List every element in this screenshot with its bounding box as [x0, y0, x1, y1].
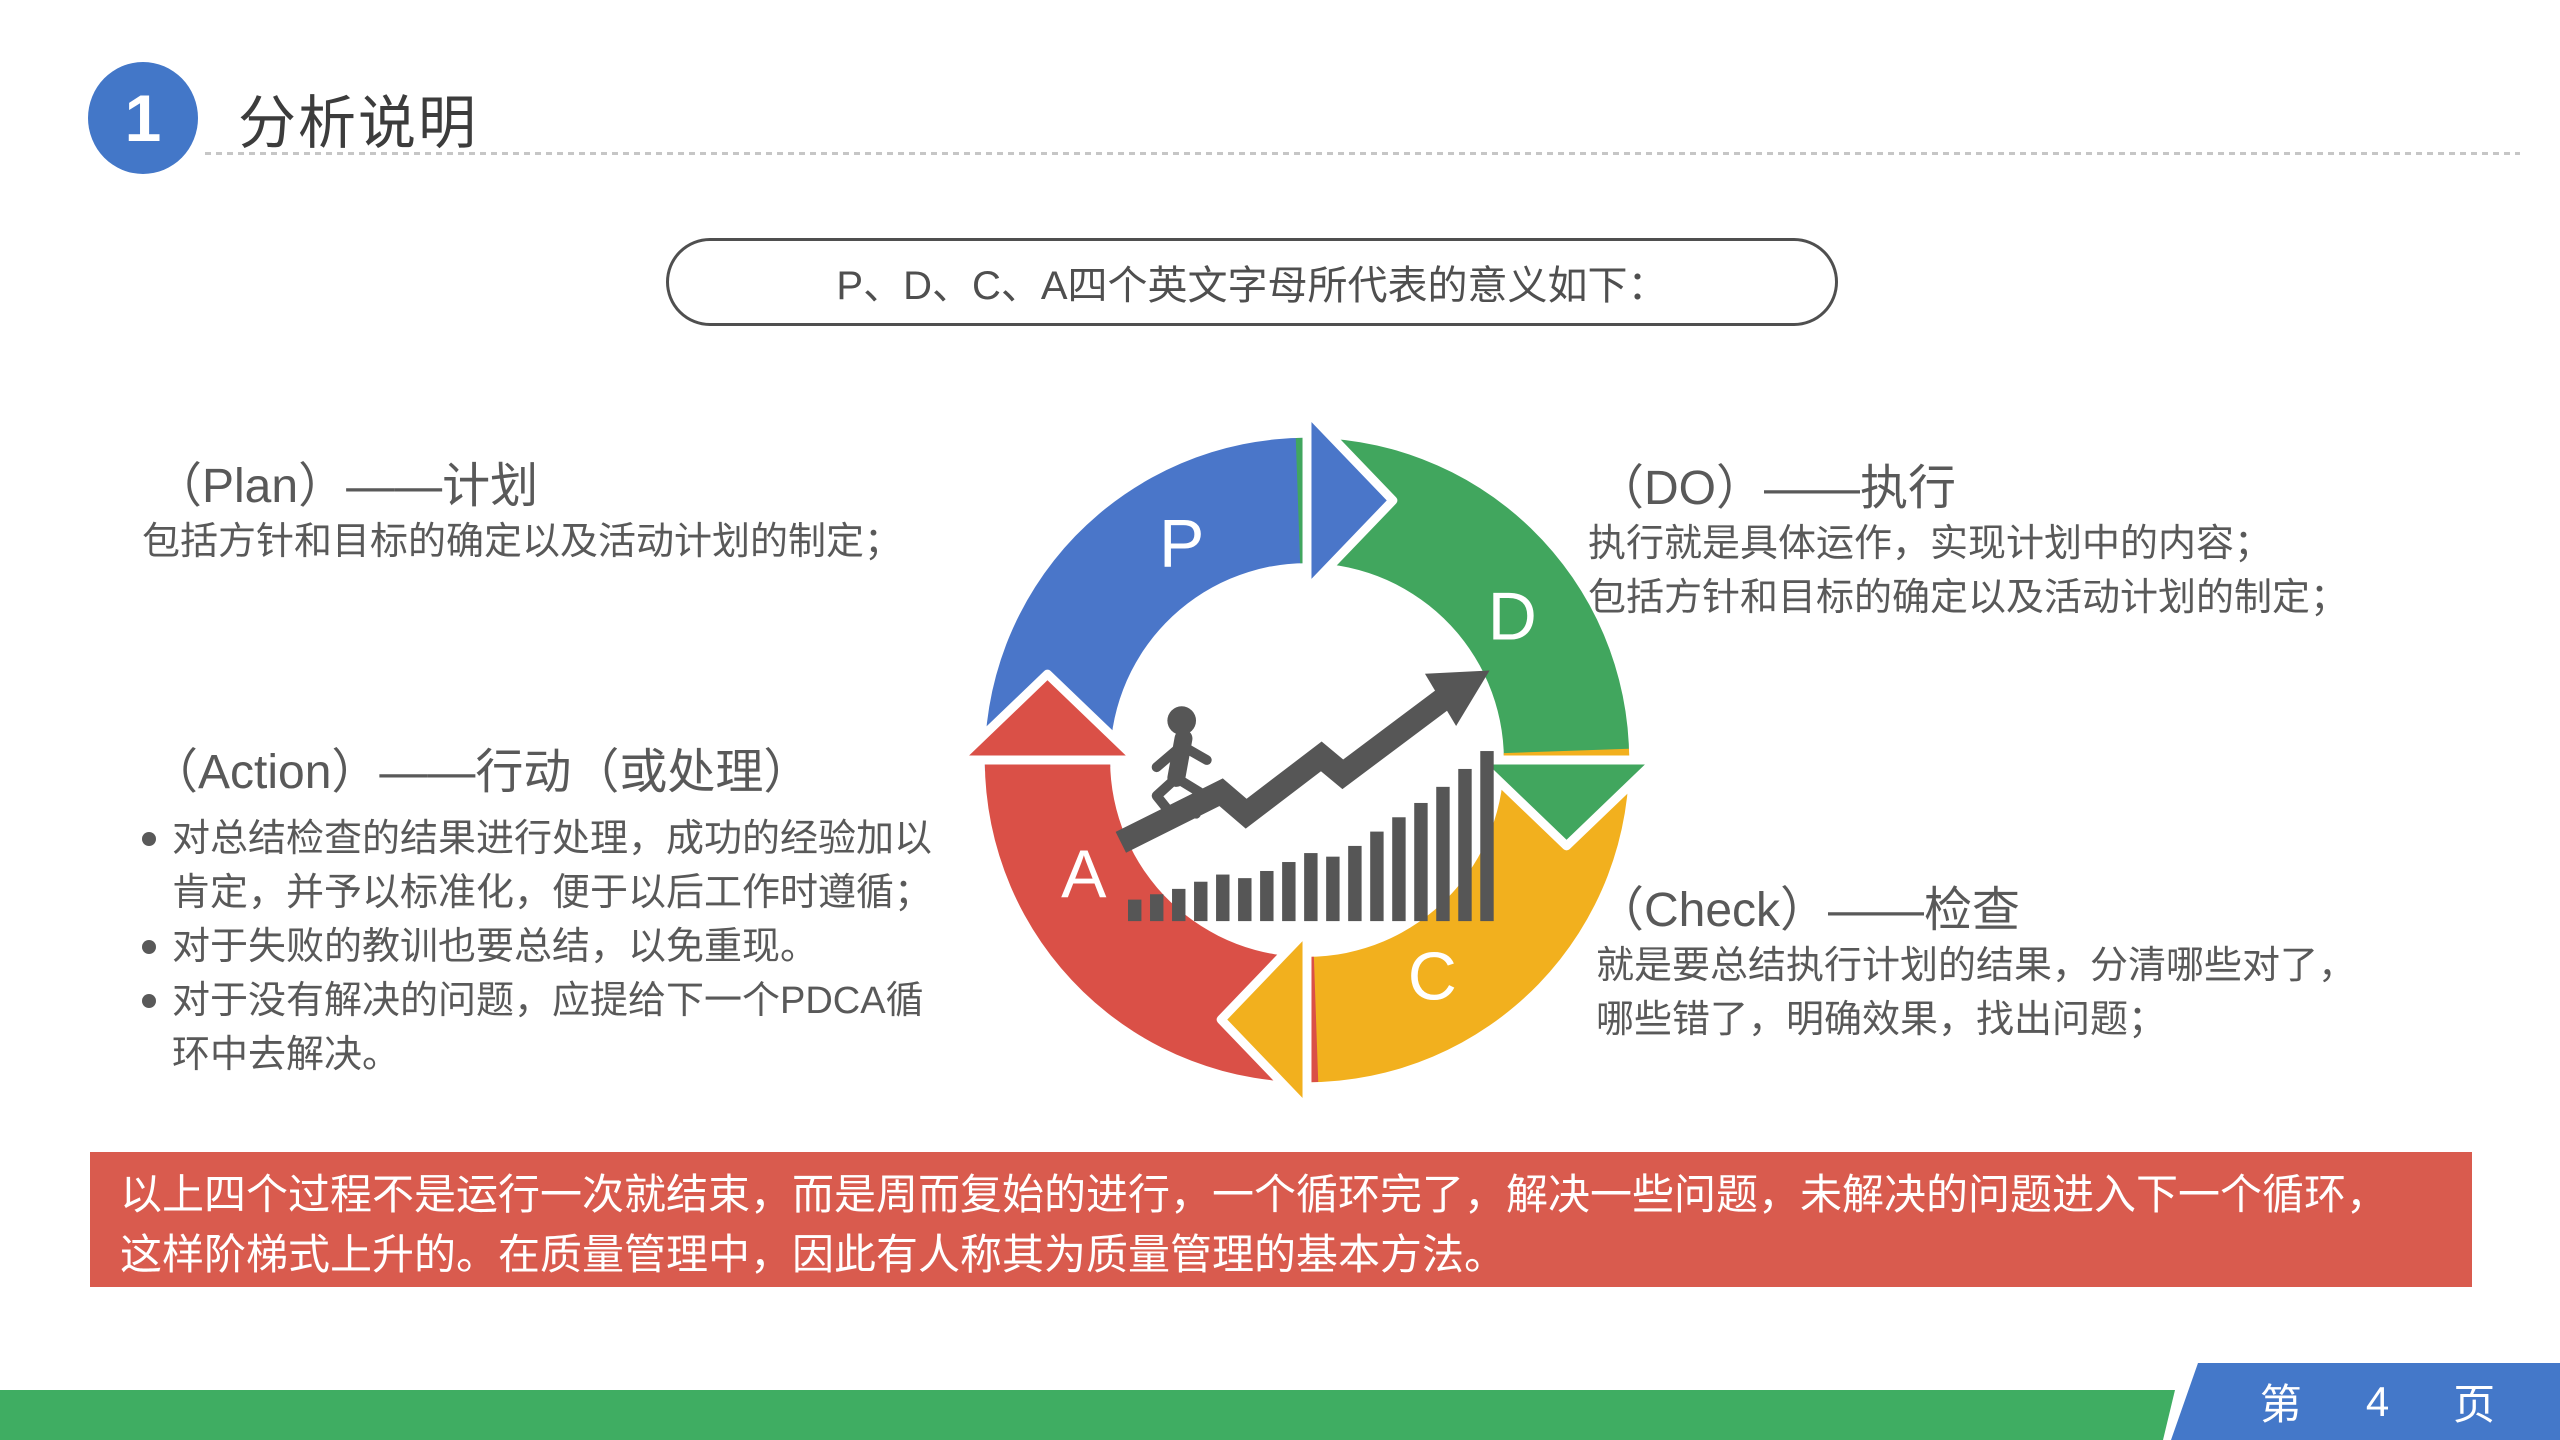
- plan-section: （Plan）——计划 包括方针和目标的确定以及活动计划的制定；: [142, 446, 1002, 570]
- callout-text: P、D、C、A四个英文字母所代表的意义如下：: [836, 264, 1668, 308]
- action-bullet-list: 对总结检查的结果进行处理，成功的经验加以肯定，并予以标准化，便于以后工作时遵循；…: [132, 812, 942, 1082]
- do-body-line2: 包括方针和目标的确定以及活动计划的制定；: [1588, 576, 2349, 619]
- plan-arrowhead-icon: [1302, 406, 1398, 595]
- bullet-dot-icon: [142, 940, 156, 954]
- action-arrowhead-icon: [953, 669, 1142, 765]
- check-heading: （Check）——检查: [1596, 884, 2021, 937]
- page-prefix: 第: [2259, 1381, 2302, 1428]
- page-title: 分析说明: [238, 91, 479, 156]
- bullet-dot-icon: [142, 832, 156, 846]
- summary-banner: 以上四个过程不是运行一次就结束，而是周而复始的进行，一个循环完了，解决一些问题，…: [90, 1152, 2472, 1287]
- check-section: （Check）——检查 就是要总结执行计划的结果，分清哪些对了，哪些错了，明确效…: [1596, 870, 2366, 1048]
- summary-line2: 这样阶梯式上升的。在质量管理中，因此有人称其为质量管理的基本方法。: [120, 1231, 1507, 1278]
- list-item: 对于没有解决的问题，应提给下一个PDCA循环中去解决。: [132, 974, 942, 1082]
- do-arrowhead-icon: [1472, 755, 1661, 851]
- page-suffix: 页: [2453, 1381, 2496, 1428]
- summary-line1: 以上四个过程不是运行一次就结束，而是周而复始的进行，一个循环完了，解决一些问题，…: [120, 1171, 2389, 1218]
- do-section: （DO）——执行 执行就是具体运作，实现计划中的内容； 包括方针和目标的确定以及…: [1588, 448, 2528, 626]
- action-bullet-2: 对于失败的教训也要总结，以免重现。: [172, 926, 819, 968]
- footer-green-bar: [0, 1390, 2175, 1440]
- check-letter: C: [1408, 939, 1457, 1015]
- page-number: 4: [2365, 1377, 2390, 1425]
- do-heading: （DO）——执行: [1596, 462, 1957, 515]
- plan-letter: P: [1159, 505, 1204, 581]
- pdca-cycle-diagram: P D C A: [953, 406, 1661, 1114]
- action-letter: A: [1061, 836, 1107, 912]
- bullet-dot-icon: [142, 994, 156, 1008]
- list-item: 对总结检查的结果进行处理，成功的经验加以肯定，并予以标准化，便于以后工作时遵循；: [132, 812, 942, 920]
- do-body-line1: 执行就是具体运作，实现计划中的内容；: [1588, 523, 2273, 565]
- action-bullet-3: 对于没有解决的问题，应提给下一个PDCA循环中去解决。: [172, 980, 924, 1076]
- callout-pill: P、D、C、A四个英文字母所代表的意义如下：: [666, 238, 1838, 326]
- check-arrowhead-icon: [1216, 925, 1312, 1114]
- action-bullet-1: 对总结检查的结果进行处理，成功的经验加以肯定，并予以标准化，便于以后工作时遵循；: [172, 818, 933, 914]
- page-number-tab: 第 4 页: [2171, 1363, 2560, 1440]
- do-letter: D: [1488, 578, 1537, 654]
- action-section: （Action）——行动（或处理） 对总结检查的结果进行处理，成功的经验加以肯定…: [132, 732, 942, 1082]
- title-divider: [205, 152, 2520, 155]
- action-heading: （Action）——行动（或处理）: [150, 746, 812, 799]
- growth-chart-runner-icon: [1115, 670, 1494, 922]
- check-body: 就是要总结执行计划的结果，分清哪些对了，哪些错了，明确效果，找出问题；: [1596, 945, 2357, 1041]
- plan-body: 包括方针和目标的确定以及活动计划的制定；: [142, 521, 903, 563]
- plan-heading: （Plan）——计划: [154, 460, 539, 513]
- section-number: 1: [124, 81, 162, 155]
- section-number-badge: 1: [88, 62, 198, 174]
- list-item: 对于失败的教训也要总结，以免重现。: [132, 920, 942, 974]
